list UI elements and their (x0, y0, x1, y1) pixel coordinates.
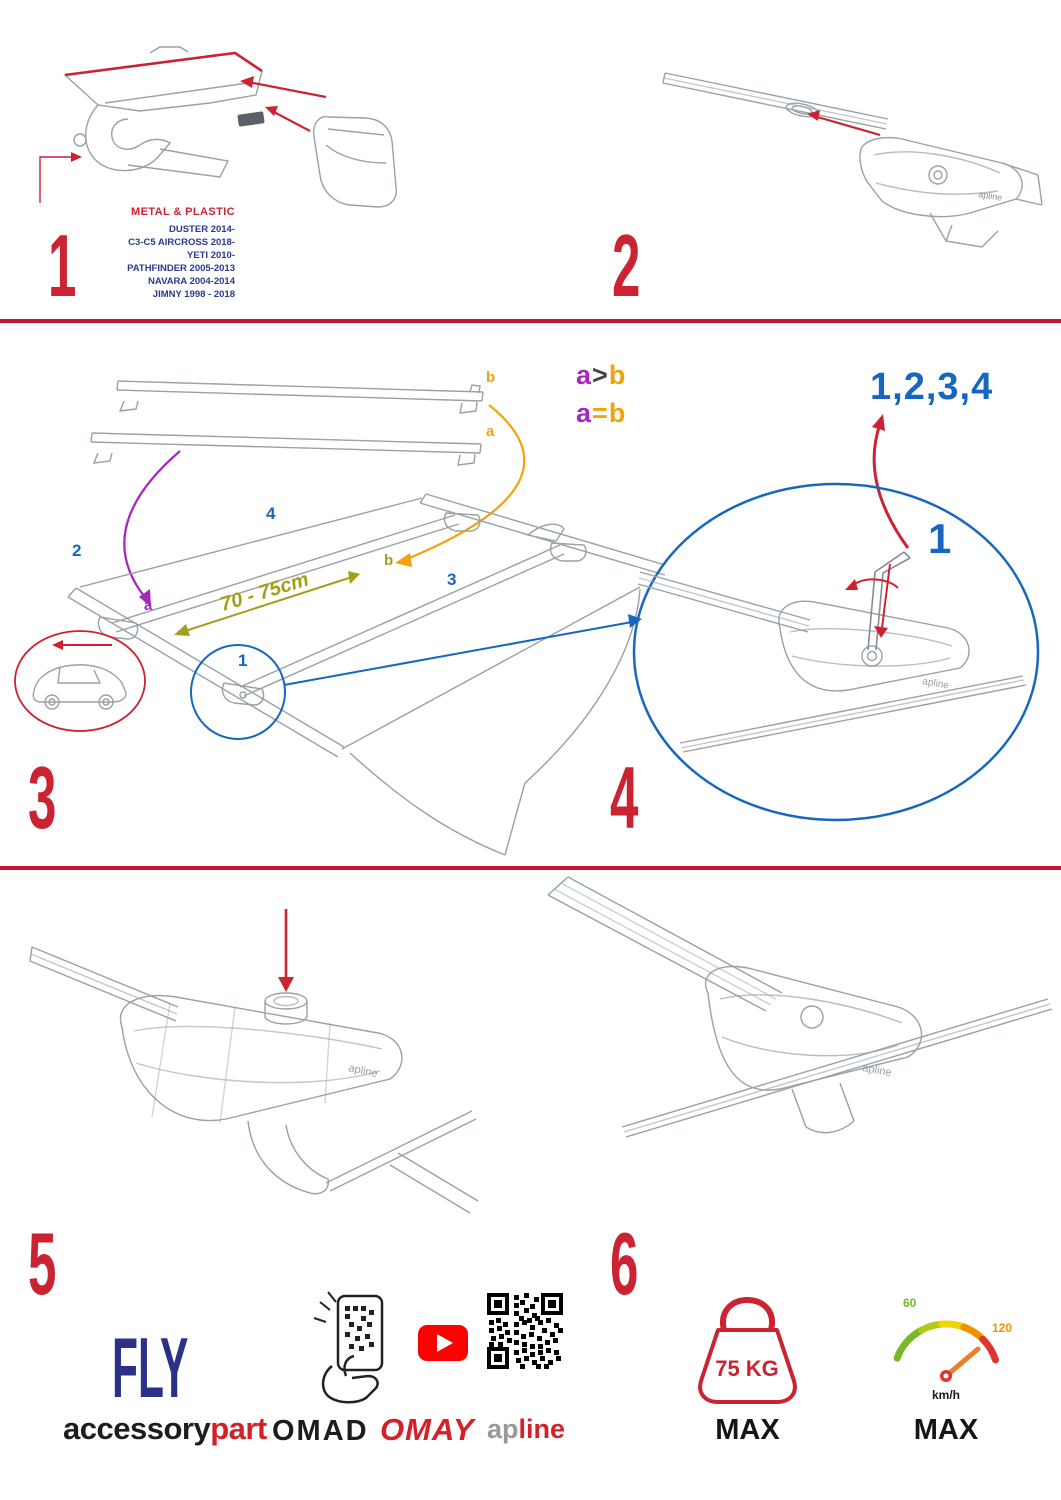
roof-installation-drawing (14, 380, 666, 856)
tighten-sequence-text: 1,2,3,4 (870, 366, 994, 408)
detail-connector-arrow (283, 614, 642, 686)
compare-b: b (608, 398, 627, 428)
compare-op: = (592, 398, 609, 428)
product-name: FLY (112, 1321, 189, 1416)
vehicle-model: PATHFINDER 2005-2013 (127, 263, 235, 274)
roof-position-3: 3 (447, 570, 457, 589)
part-brand-text: apline (921, 676, 950, 692)
accessorypart-part: part (210, 1411, 267, 1446)
roof-position-1: 1 (238, 651, 248, 670)
vehicle-model: YETI 2010- (186, 250, 235, 261)
step-number-1: 1 (48, 216, 77, 315)
speed-high-label: 120 (992, 1321, 1013, 1335)
first-foot-label: 1 (928, 515, 952, 562)
step1-heading: METAL & PLASTIC (131, 206, 235, 218)
bar-label-a: a (486, 423, 495, 440)
youtube-icon (418, 1325, 468, 1361)
allen-key-drawing (867, 551, 911, 651)
vehicle-model: JIMNY 1998 - 2018 (152, 289, 235, 300)
vehicle-model: DUSTER 2014- (169, 224, 235, 235)
car-direction-inset (14, 630, 146, 732)
assembly-red-arrows (39, 51, 327, 203)
knob-press-drawing: apline (29, 909, 479, 1214)
vehicle-model: NAVARA 2004-2014 (148, 276, 235, 287)
part-brand-text: apline (861, 1062, 892, 1079)
step-number-6: 6 (610, 1214, 639, 1313)
vehicle-list: DUSTER 2014- C3-C5 AIRCROSS 2018- YETI 2… (95, 223, 235, 301)
step-number-2: 2 (612, 216, 641, 315)
vehicle-model: C3-C5 AIRCROSS 2018- (128, 237, 235, 248)
turn-red-arrows (845, 563, 899, 638)
step-number-4: 4 (610, 748, 639, 847)
roof-position-a: a (144, 597, 153, 614)
roof-position-b: b (384, 552, 394, 569)
press-red-arrow (278, 909, 294, 992)
insert-red-arrow (807, 110, 881, 137)
clamp-exploded-drawing (39, 46, 397, 208)
compare-a: a (576, 360, 593, 390)
qr-code (486, 1292, 564, 1370)
bar-label-b: b (486, 369, 496, 386)
apline-logo: apline (487, 1416, 565, 1443)
detail-circle (190, 644, 286, 740)
bar-b-orange-arrow (395, 404, 526, 567)
omad-logo: OMAD (272, 1415, 369, 1447)
mounted-foot-drawing: apline (547, 876, 1053, 1138)
crossbar-cover-drawing: apline (662, 72, 1043, 248)
compare-op: > (592, 360, 609, 390)
part-brand-text: apline (347, 1062, 378, 1080)
roof-position-2: 2 (72, 541, 82, 560)
section-divider-2 (0, 866, 1061, 870)
bar-a-purple-arrow (123, 450, 181, 607)
apline-line: line (518, 1414, 566, 1444)
max-weight-label: MAX (715, 1414, 780, 1446)
max-weight-value: 75 KG (715, 1356, 779, 1381)
accessorypart-logo: accessorypart (63, 1413, 267, 1444)
max-speed-label: MAX (913, 1414, 979, 1446)
part-brand-text: apline (978, 189, 1003, 203)
sequence-red-arrow (872, 414, 910, 549)
scan-phone-icon (313, 1291, 384, 1404)
accessorypart-accessory: accessory (63, 1411, 211, 1446)
span-measure-arrow (174, 571, 360, 636)
tightening-detail-drawing: apline (632, 482, 1040, 822)
omay-logo: OMAY (380, 1412, 475, 1447)
max-speed-gauge-icon (893, 1320, 999, 1382)
max-weight-icon: 75 KG (698, 1297, 797, 1404)
roof-position-4: 4 (266, 504, 276, 523)
speed-low-label: 60 (903, 1296, 917, 1310)
compare-greater: a>b (576, 362, 626, 389)
apline-ap: ap (487, 1414, 519, 1444)
step-number-3: 3 (28, 748, 57, 847)
step-number-5: 5 (28, 1214, 57, 1313)
detail-ellipse (632, 482, 1040, 822)
section-divider-1 (0, 319, 1061, 323)
compare-b: b (608, 360, 627, 390)
speed-unit-label: km/h (931, 1388, 960, 1402)
compare-equal: a=b (576, 400, 626, 427)
compare-a: a (576, 398, 593, 428)
